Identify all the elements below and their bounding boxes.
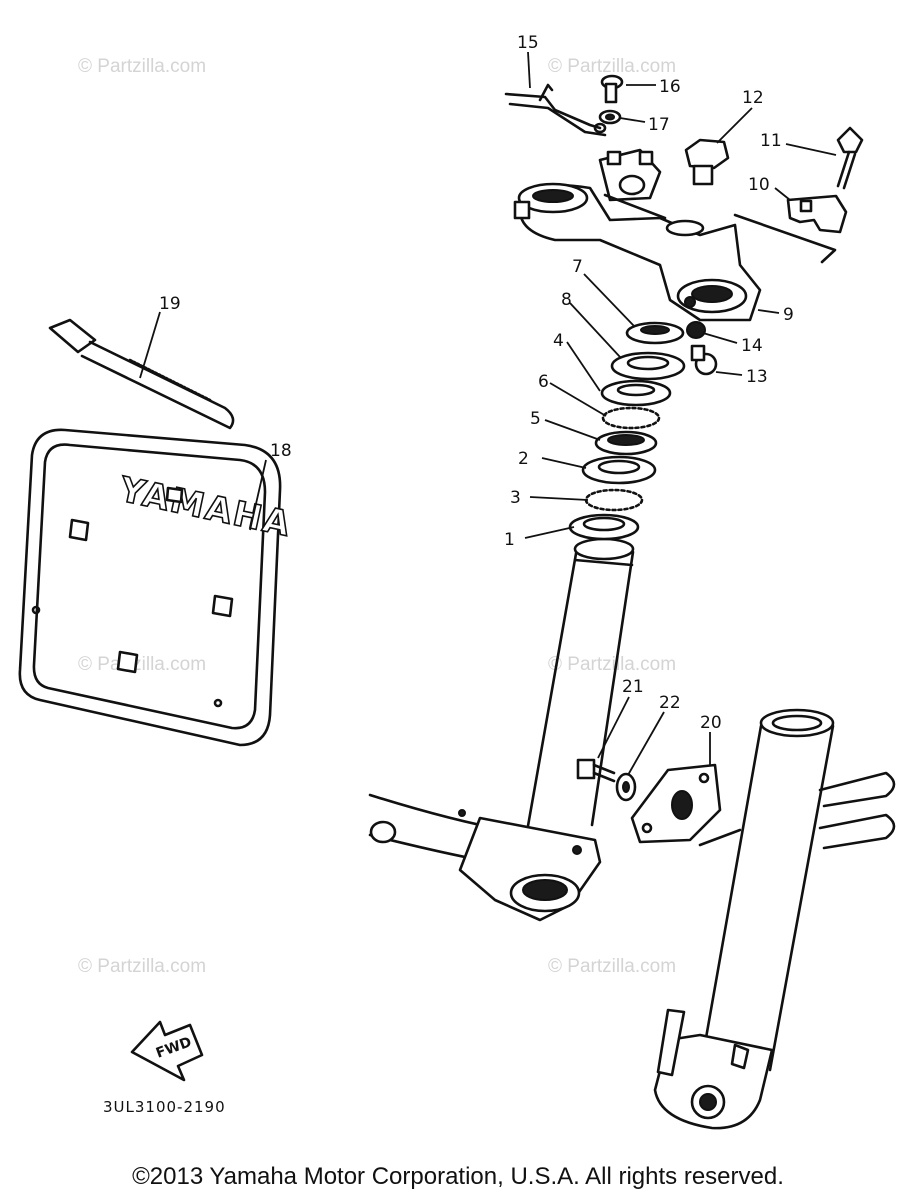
cap-bolt [684,138,730,186]
callout-9: 9 [783,305,794,325]
watermark: © Partzilla.com [78,956,206,977]
callout-16: 16 [659,77,681,97]
watermark: © Partzilla.com [548,956,676,977]
callout-21: 21 [622,677,644,697]
callout-5: 5 [530,409,541,429]
callout-2: 2 [518,449,529,469]
fwd-arrow: FWD [130,1020,204,1082]
callout-3: 3 [510,488,521,508]
callout-18: 18 [270,441,292,461]
cable-tie [48,318,235,430]
callout-4: 4 [553,331,564,351]
washer-17 [598,109,622,125]
diagram-code: 3UL3100-2190 [103,1098,226,1116]
bearing-stack [568,321,686,541]
nut-14 [686,321,706,339]
callout-1: 1 [504,530,515,550]
callout-12: 12 [742,88,764,108]
front-fork [630,708,896,1130]
steering-stem [368,537,635,922]
copyright-notice: ©2013 Yamaha Motor Corporation, U.S.A. A… [132,1163,784,1190]
callout-14: 14 [741,336,763,356]
callout-11: 11 [760,131,782,151]
callout-6: 6 [538,372,549,392]
watermark: © Partzilla.com [78,56,206,77]
callout-numbers: 1 2 3 4 5 6 7 8 9 10 11 12 13 14 15 16 1… [159,33,794,733]
callout-22: 22 [659,693,681,713]
handlebar-holder [786,126,864,234]
leader-lines [139,51,837,776]
callout-10: 10 [748,175,770,195]
bolt-13 [690,344,718,376]
callout-13: 13 [746,367,768,387]
bolt-21 [576,758,616,783]
watermark: © Partzilla.com [548,654,676,675]
callout-15: 15 [517,33,539,53]
watermark: © Partzilla.com [548,56,676,77]
callout-7: 7 [572,257,583,277]
callout-19: 19 [159,294,181,314]
watermark: © Partzilla.com [78,654,206,675]
callout-20: 20 [700,713,722,733]
plate-brand: YAMAHA [115,469,295,545]
screw-16 [600,74,624,104]
upper-bracket [513,148,837,322]
number-plate: YAMAHA [18,428,296,747]
callout-8: 8 [561,290,572,310]
watermarks: © Partzilla.com © Partzilla.com © Partzi… [78,56,676,977]
washer-22 [615,772,637,802]
callout-17: 17 [648,115,670,135]
cable-guide [504,83,607,137]
